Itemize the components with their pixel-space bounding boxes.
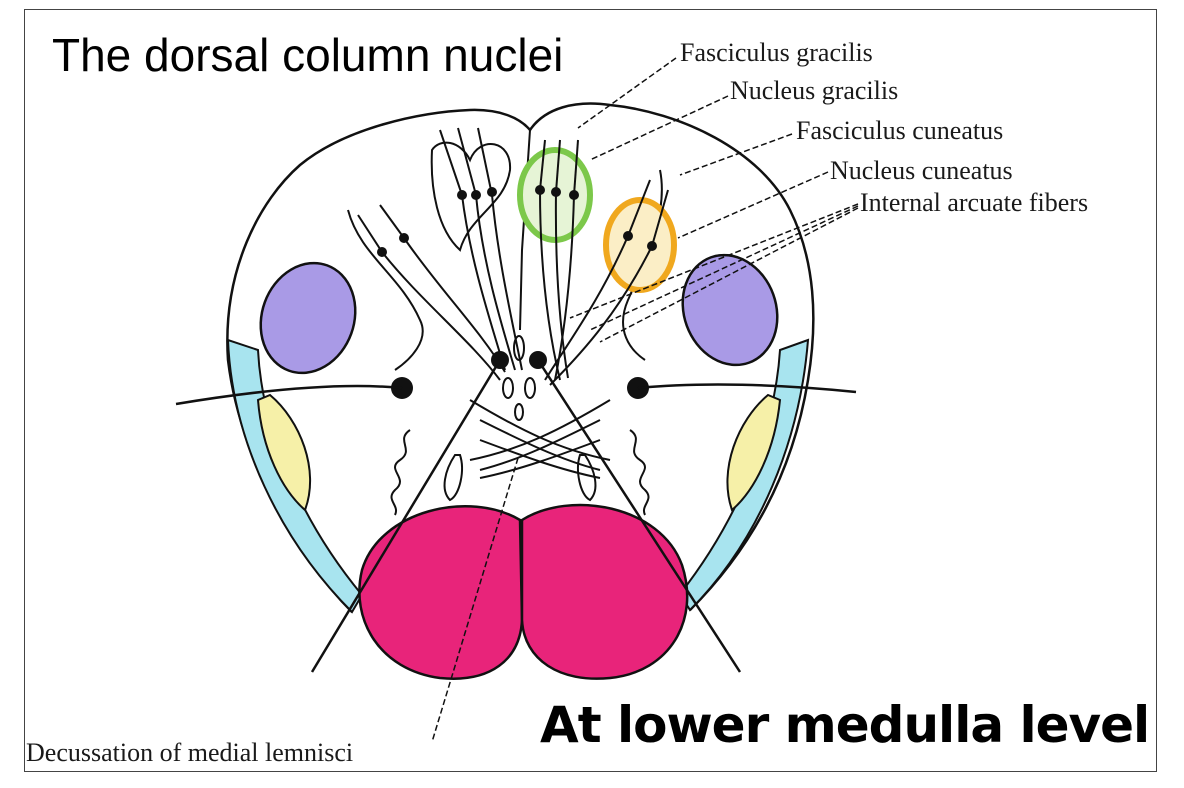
label-nucleus-gracilis: Nucleus gracilis [730,76,899,105]
left-spinal-nucleus [256,393,312,512]
label-fasciculus-gracilis: Fasciculus gracilis [680,38,873,67]
nucleus-cuneatus-highlight [603,197,677,293]
slide-title: The dorsal column nuclei [52,29,564,81]
label-nucleus-cuneatus: Nucleus cuneatus [830,156,1013,185]
label-decussation-medial-lemnisci: Decussation of medial lemnisci [26,738,354,767]
left-inferior-olive [259,261,357,375]
slide-subtitle: At lower medulla level [540,696,1150,754]
right-pyramid [520,503,689,680]
left-pyramid [358,505,524,680]
label-fasciculus-cuneatus: Fasciculus cuneatus [796,116,1004,145]
right-inferior-olive [681,253,779,367]
label-internal-arcuate-fibers: Internal arcuate fibers [860,188,1089,217]
right-spinal-nucleus [726,393,782,512]
